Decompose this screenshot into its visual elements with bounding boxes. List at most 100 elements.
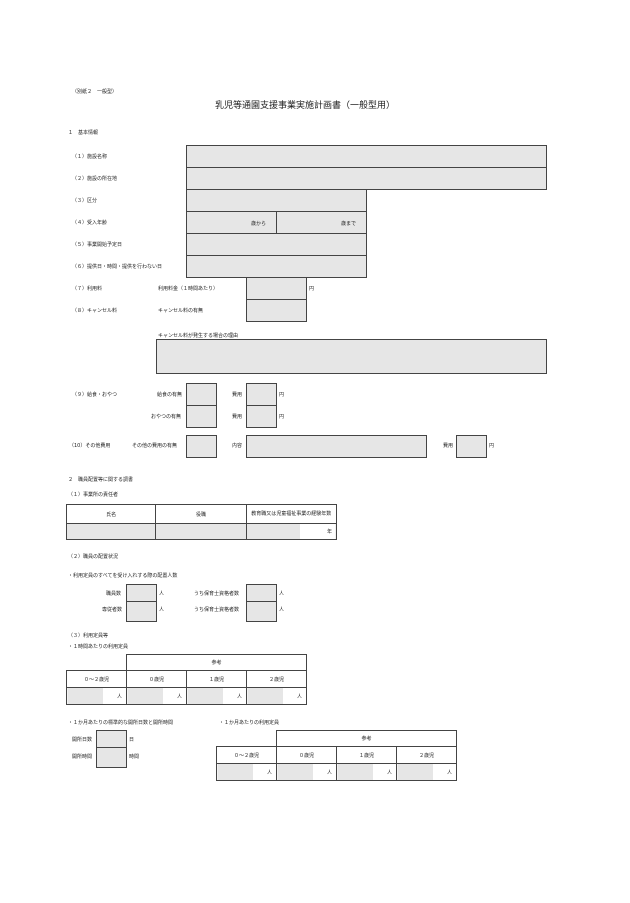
meal-cost-field[interactable]	[246, 383, 277, 406]
pm-0-2-field[interactable]: 人	[216, 763, 277, 781]
manager-table: 氏名 役職 教育職又は児童福祉事業の経験年数 年	[65, 504, 338, 540]
start-date-field[interactable]	[186, 233, 367, 256]
pm-2-field[interactable]: 人	[396, 763, 457, 781]
ph-age-0-2: ０～２歳児	[66, 670, 127, 688]
per-month-label: ・１か月あたりの利用定員	[219, 720, 280, 726]
ph-2-unit: 人	[296, 693, 302, 700]
category-label: （３）区分	[72, 198, 98, 204]
pm-age-2: ２歳児	[396, 746, 457, 764]
other-cost-label: 費用	[443, 443, 454, 449]
age-to-field[interactable]: 歳まで	[276, 211, 367, 234]
pm-1-unit: 人	[386, 769, 392, 776]
fee-label: （７）利用料	[72, 286, 103, 292]
meal-label: （９）給食・おやつ	[72, 392, 118, 398]
facility-name-field[interactable]	[186, 145, 547, 168]
age-from-unit: 歳から	[250, 221, 266, 227]
section1-heading: １ 基本情報	[68, 130, 99, 136]
support-qualified-unit: 人	[279, 607, 285, 613]
pm-0-2-unit: 人	[266, 769, 272, 776]
support-count-label: 専従者数	[102, 607, 123, 613]
pm-2-unit: 人	[446, 769, 452, 776]
other-cost-field[interactable]	[456, 435, 487, 458]
section2-heading: ２ 職員配置等に関する調書	[68, 477, 134, 483]
start-date-label: （５）事業開始予定日	[72, 242, 123, 248]
fee-field[interactable]	[246, 277, 307, 300]
open-days-unit: 日	[129, 737, 135, 743]
staff-count-unit: 人	[159, 591, 165, 597]
pm-age-1: １歳児	[336, 746, 397, 764]
cancel-case-field[interactable]	[156, 339, 547, 374]
col-years: 教育職又は児童福祉事業の経験年数	[245, 504, 338, 524]
manager-label: （１）事業所の責任者	[68, 492, 119, 498]
staff-qualified-unit: 人	[279, 591, 285, 597]
facility-address-field[interactable]	[186, 167, 547, 190]
pm-age-0: ０歳児	[276, 746, 337, 764]
days-label: （６）提供日・時間・提供を行わない日	[72, 264, 163, 270]
cancel-field[interactable]	[246, 299, 307, 322]
other-label: （10）その他費用	[69, 443, 111, 449]
col-position: 役職	[155, 504, 247, 524]
ph-1-field[interactable]: 人	[186, 687, 247, 705]
per-hour-label: ・１時間あたりの利用定員	[68, 644, 129, 650]
category-field[interactable]	[186, 189, 367, 212]
manager-name-field[interactable]	[65, 523, 157, 540]
open-hours-unit: 時間	[129, 754, 140, 760]
ph-2-field[interactable]: 人	[246, 687, 307, 705]
age-from-field[interactable]: 歳から	[186, 211, 277, 234]
staffing-note: ・利用定員のすべてを受け入れする際の配置人数	[68, 573, 178, 579]
manager-years-field[interactable]: 年	[245, 523, 338, 540]
support-count-unit: 人	[159, 607, 165, 613]
pm-0-field[interactable]: 人	[276, 763, 337, 781]
manager-position-field[interactable]	[155, 523, 247, 540]
open-days-label: 開所日数	[72, 737, 93, 743]
document-title: 乳児等通園支援事業実施計画書（一般型用）	[215, 101, 396, 111]
col-name: 氏名	[65, 504, 157, 524]
cancel-sub-label: キャンセル料の有無	[158, 308, 204, 314]
ph-0-unit: 人	[176, 693, 182, 700]
snack-cost-unit: 円	[279, 414, 285, 420]
other-cost-unit: 円	[489, 443, 495, 449]
per-hour-table: 参考 ０～２歳児 ０歳児 １歳児 ２歳児 人 人 人 人	[66, 654, 307, 705]
other-field[interactable]	[186, 435, 217, 458]
facility-name-label: （１）施設名称	[72, 154, 108, 160]
per-hour-ref-header: 参考	[126, 654, 307, 671]
ph-0-2-unit: 人	[116, 693, 122, 700]
days-field[interactable]	[186, 255, 367, 278]
snack-cost-label: 費用	[232, 414, 243, 420]
support-count-field[interactable]	[126, 601, 157, 622]
fee-sub-label: 利用料金（１時間あたり）	[158, 286, 219, 292]
pm-1-field[interactable]: 人	[336, 763, 397, 781]
support-qualified-label: うち保育士資格者数	[194, 607, 240, 613]
ph-0-2-field[interactable]: 人	[66, 687, 127, 705]
staff-count-label: 職員数	[106, 591, 122, 597]
pm-0-unit: 人	[326, 769, 332, 776]
ph-age-1: １歳児	[186, 670, 247, 688]
ph-age-0: ０歳児	[126, 670, 187, 688]
ph-age-2: ２歳児	[246, 670, 307, 688]
meal-cost-label: 費用	[232, 392, 243, 398]
age-label: （４）受入年齢	[72, 220, 108, 226]
open-hours-label: 開所時間	[72, 754, 93, 760]
annex-label: （別紙２ 一般型）	[72, 89, 118, 95]
content-field[interactable]	[246, 435, 427, 458]
staff-qualified-label: うち保育士資格者数	[194, 591, 240, 597]
ph-0-field[interactable]: 人	[126, 687, 187, 705]
meal-cost-unit: 円	[279, 392, 285, 398]
meal-field[interactable]	[186, 383, 217, 406]
support-qualified-field[interactable]	[246, 601, 277, 622]
pm-age-0-2: ０～２歳児	[216, 746, 277, 764]
fee-unit: 円	[309, 286, 315, 292]
age-to-unit: 歳まで	[340, 221, 356, 227]
per-month-table: 参考 ０～２歳児 ０歳児 １歳児 ２歳児 人 人 人 人	[216, 730, 457, 781]
monthly-open-label: ・１か月あたりの標準的な開所日数と開所時間	[68, 720, 174, 726]
per-month-ref-header: 参考	[276, 730, 457, 747]
capacity-label: （３）利用定員等	[68, 633, 109, 639]
staffing-label: （２）職員の配置状況	[68, 554, 119, 560]
snack-field[interactable]	[186, 405, 217, 428]
years-unit: 年	[326, 529, 332, 535]
open-hours-field[interactable]	[96, 747, 127, 768]
snack-cost-field[interactable]	[246, 405, 277, 428]
facility-address-label: （２）施設の所在地	[72, 176, 118, 182]
other-sub-label: その他の費用の有無	[132, 443, 178, 449]
snack-sub-label: おやつの有無	[151, 414, 182, 420]
